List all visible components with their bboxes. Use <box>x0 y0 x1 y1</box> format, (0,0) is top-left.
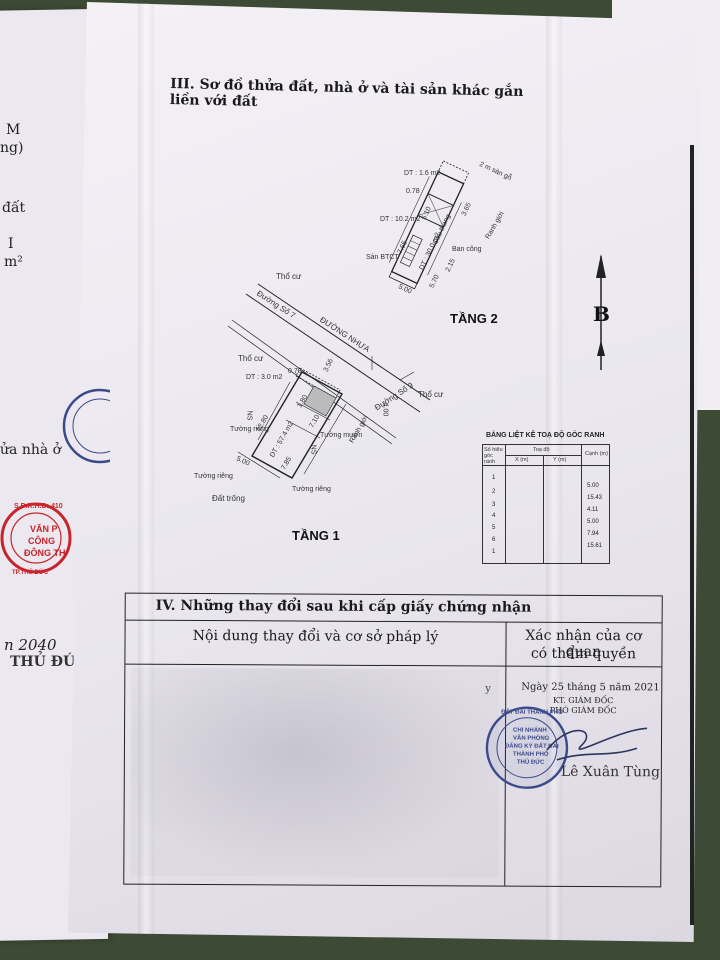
f1-dim-7: 4.00 <box>381 402 389 417</box>
change-content-area <box>130 667 500 878</box>
coord-point: 1 <box>492 475 496 481</box>
north-arrow-label: B <box>593 302 610 326</box>
left-seal-text-3: CÔNG <box>28 535 55 546</box>
f1-neighbor-left: Thổ cư <box>238 354 264 363</box>
left-red-seal: S.Đ.K.H.Đ: 410 VĂN P CÔNG ĐÔNG TH TP.THỦ… <box>0 502 72 576</box>
main-certificate-page <box>68 2 700 942</box>
left-fragment-4: I <box>8 236 14 252</box>
f1-neighbor-top: Thổ cư <box>276 272 302 281</box>
coord-point: 2 <box>492 489 496 495</box>
floor-2-plan <box>388 160 470 290</box>
left-seal-text-1: S.Đ.K.H.Đ: 410 <box>14 503 63 510</box>
coord-header-y: Y (m) <box>553 457 567 463</box>
official-seal-and-signature: ĐẤT ĐAI THÀNH PHỐ CHI NHÁNH VĂN PHÒNG ĐĂ… <box>485 706 648 789</box>
coord-point: 5 <box>492 525 496 531</box>
seal-text-2: VĂN PHÒNG <box>513 734 550 742</box>
section-4-table: IV. Những thay đổi sau khi cấp giấy chứn… <box>123 592 663 888</box>
coord-col-line-1 <box>505 445 506 563</box>
coord-col-line-3 <box>543 455 544 563</box>
section-4-line-1 <box>125 619 662 624</box>
north-arrow <box>596 254 606 370</box>
left-fragment-1: M <box>6 122 21 138</box>
content-column-header: Nội dung thay đổi và cơ sở pháp lý <box>192 627 439 646</box>
coord-header-edge: Cạnh (m) <box>585 451 608 457</box>
f1-own-wall-1: Tường riêng <box>230 426 269 433</box>
seal-text-4: THÀNH PHỐ <box>513 751 549 758</box>
page-fold-left <box>138 2 154 942</box>
signer-name: Lê Xuân Tùng <box>560 763 661 781</box>
section-4-title: IV. Những thay đổi sau khi cấp giấy chứn… <box>155 597 532 616</box>
f1-area-small: DT : 3.0 m2 <box>246 374 283 381</box>
f2-area-small: DT : 1.6 m2 <box>404 170 441 177</box>
f1-ns-b: NS <box>309 444 317 455</box>
coord-col-line-2 <box>581 445 582 563</box>
f2-concrete-floor: Sàn BTCT <box>366 254 399 261</box>
seal-text-5: THỦ ĐỨC <box>517 759 545 766</box>
seal-text-3: ĐĂNG KÝ ĐẤT ĐAI <box>505 743 559 750</box>
page-fold-right <box>546 2 562 942</box>
f2-dim-1: 0.78 <box>406 188 420 195</box>
coord-row-line-1 <box>505 455 581 456</box>
f1-own-wall-2: Tường riêng <box>194 473 233 480</box>
side-mark: y <box>485 683 491 695</box>
coord-edge: 5.00 <box>587 519 599 525</box>
page-frame-border <box>690 145 694 925</box>
floor-2-label: TẦNG 2 <box>450 311 498 326</box>
coord-point: 3 <box>492 502 496 508</box>
left-fragment-8: THỦ ĐỨC <box>10 654 87 670</box>
section-4-line-2 <box>125 663 662 668</box>
confirm-date: Ngày 25 tháng 5 năm 2021 <box>521 681 660 694</box>
coord-point: 6 <box>492 537 496 543</box>
f1-ns-a: NS <box>245 410 253 421</box>
coord-edge: 5.00 <box>587 483 599 489</box>
coord-table-title: BẢNG LIỆT KÊ TOẠ ĐỘ GÓC RANH <box>486 432 605 439</box>
coord-edge: 4.11 <box>587 507 599 513</box>
left-fragment-6: ửa nhà ở <box>0 442 62 458</box>
left-fragment-5: m² <box>4 254 23 270</box>
coord-table: Số hiệu góc ranh Toạ độ X (m) Y (m) Cạnh… <box>482 444 610 564</box>
f1-borrowed-wall: Tường mượn <box>320 432 363 439</box>
coord-row-line-2 <box>483 465 609 466</box>
coord-point: 1 <box>492 549 496 555</box>
confirm-column-header-line-2: có thẩm quyền <box>530 645 637 663</box>
left-fragment-7: n 2040 <box>4 636 57 654</box>
floor-1-label: TẦNG 1 <box>292 528 340 543</box>
left-seal-text-4: ĐÔNG TH <box>24 547 66 558</box>
seal-text-1: CHI NHÁNH <box>513 727 547 734</box>
coord-edge: 7.94 <box>587 531 599 537</box>
floor-1-plan <box>227 283 431 479</box>
f2-balcony: Ban công <box>452 246 482 253</box>
coord-header-x: X (m) <box>515 457 529 463</box>
f2-area-mid: DT : 10.2 m2 <box>380 216 421 223</box>
seal-text-arc: ĐẤT ĐAI THÀNH PHỐ <box>501 709 563 716</box>
f1-vacant-land: Đất trống <box>212 494 245 503</box>
left-seal-text-5: TP.THỦ ĐỨC <box>12 569 49 576</box>
left-blue-seal <box>62 388 110 464</box>
f1-dim-1: 0.78 <box>288 368 302 375</box>
coord-point: 4 <box>492 513 496 519</box>
f1-neighbor-right: Thổ cư <box>418 390 444 399</box>
left-seal-text-2: VĂN P <box>30 524 58 534</box>
left-fragment-2: ng) <box>0 140 24 156</box>
coord-edge: 15.61 <box>587 543 603 549</box>
left-fragment-3: đất <box>2 200 26 216</box>
coord-edge: 15.43 <box>587 495 603 501</box>
f1-own-wall-3: Tường riêng <box>292 486 331 493</box>
coord-header-point: Số hiệu góc ranh <box>484 447 503 465</box>
coord-header-coord: Toạ độ <box>533 447 550 453</box>
